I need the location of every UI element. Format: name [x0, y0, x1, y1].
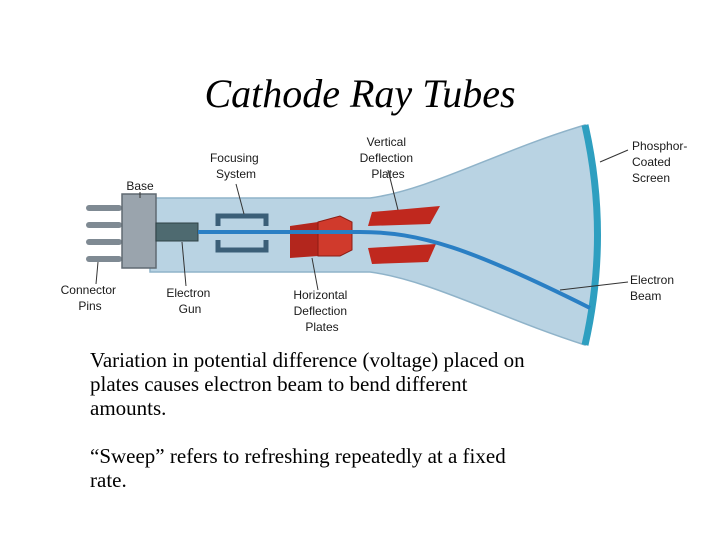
phosphor-screen — [581, 124, 601, 346]
label-connector-pins: Connector Pins — [61, 283, 120, 313]
vertical-deflection-plates — [368, 206, 440, 264]
label-horizontal-deflection-plates: Horizontal Deflection Plates — [293, 288, 350, 334]
focusing-system — [215, 213, 269, 253]
body-paragraph-voltage: Variation in potential difference (volta… — [90, 348, 525, 420]
label-phosphor-coated-screen: Phosphor- Coated Screen — [632, 139, 691, 185]
label-focusing-system: Focusing System — [210, 151, 262, 181]
tube-base — [121, 193, 157, 269]
slide-title: Cathode Ray Tubes — [204, 71, 516, 116]
label-vertical-deflection-plates: Vertical Deflection Plates — [360, 135, 417, 181]
label-base: Base — [126, 179, 154, 193]
electron-beam — [198, 230, 591, 310]
connector-pins — [86, 205, 122, 262]
label-electron-beam: Electron Beam — [630, 273, 677, 303]
label-electron-gun: Electron Gun — [166, 286, 213, 316]
body-paragraph-sweep: “Sweep” refers to refreshing repeatedly … — [90, 444, 506, 492]
electron-gun — [155, 222, 199, 242]
slide-body: Variation in potential difference (volta… — [90, 348, 530, 516]
leader-lines — [95, 149, 629, 291]
